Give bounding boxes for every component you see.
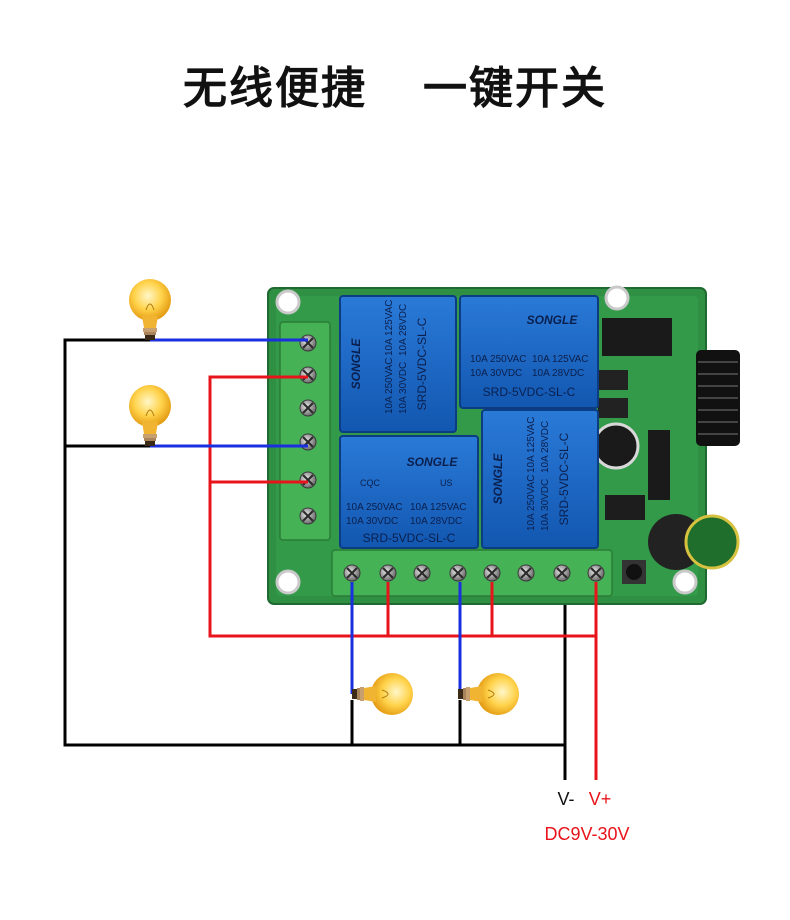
relay-2-rating-4: 10A 28VDC bbox=[532, 368, 584, 379]
relay-4-rating-2: 10A 125VAC bbox=[526, 416, 537, 473]
red-wire-bus-bottom bbox=[208, 375, 596, 638]
power-negative-label: V- bbox=[557, 789, 574, 809]
terminal-left-3 bbox=[299, 399, 317, 417]
relay-3-model: SRD-5VDC-SL-C bbox=[363, 531, 456, 545]
relay-2-rating-2: 10A 125VAC bbox=[532, 354, 589, 365]
relay-2: SONGLE 10A 250VAC 10A 125VAC 10A 30VDC 1… bbox=[459, 295, 599, 409]
relay-2-rating-3: 10A 30VDC bbox=[470, 368, 522, 379]
red-wires bbox=[208, 375, 598, 780]
relay-3-rating-1: 10A 250VAC bbox=[346, 502, 403, 513]
terminal-left-1 bbox=[299, 334, 317, 352]
terminal-block-bottom bbox=[331, 549, 613, 597]
relay-2-model: SRD-5VDC-SL-C bbox=[483, 385, 576, 399]
relay-1-model: SRD-5VDC-SL-C bbox=[415, 317, 429, 410]
relay-4-model: SRD-5VDC-SL-C bbox=[557, 432, 571, 525]
terminal-block-left bbox=[279, 321, 331, 541]
relay-2-rating-1: 10A 250VAC bbox=[470, 354, 527, 365]
relay-1: SONGLE 10A 250VAC 10A 125VAC 10A 30VDC 1… bbox=[339, 295, 457, 433]
terminal-bottom-2 bbox=[379, 564, 397, 582]
relay-3-brand: SONGLE bbox=[407, 455, 459, 469]
lamp-3 bbox=[351, 672, 414, 716]
lamp-1 bbox=[128, 278, 172, 341]
relay-4: SONGLE 10A 250VAC 10A 125VAC 10A 30VDC 1… bbox=[481, 409, 599, 549]
terminal-left-5 bbox=[299, 471, 317, 489]
terminal-bottom-6 bbox=[517, 564, 535, 582]
relay-1-rating-1: 10A 250VAC bbox=[384, 357, 395, 414]
terminal-left-6 bbox=[299, 507, 317, 525]
relay-2-brand: SONGLE bbox=[527, 313, 579, 327]
page-title: 无线便捷 一键开关 bbox=[0, 52, 790, 116]
relay-4-rating-4: 10A 28VDC bbox=[540, 421, 551, 473]
terminal-left-4 bbox=[299, 433, 317, 451]
terminal-bottom-5 bbox=[483, 564, 501, 582]
terminal-bottom-3 bbox=[413, 564, 431, 582]
relay-4-brand: SONGLE bbox=[491, 453, 505, 505]
relay-1-rating-2: 10A 125VAC bbox=[384, 299, 395, 356]
relay-4-rating-1: 10A 250VAC bbox=[526, 474, 537, 531]
terminal-bottom-1 bbox=[343, 564, 361, 582]
title-part-2: 一键开关 bbox=[423, 63, 607, 114]
lamp-4 bbox=[457, 672, 520, 716]
terminal-left-2 bbox=[299, 366, 317, 384]
relay-1-brand: SONGLE bbox=[349, 338, 363, 390]
power-range-label: DC9V-30V bbox=[544, 824, 629, 844]
relay-3-cqc-mark: CQC bbox=[360, 478, 381, 488]
relay-1-rating-3: 10A 30VDC bbox=[398, 362, 409, 414]
relay-3-rating-4: 10A 28VDC bbox=[410, 516, 462, 527]
blue-wires bbox=[150, 338, 462, 694]
terminal-bottom-8 bbox=[587, 564, 605, 582]
relay-3: SONGLE CQC US 10A 250VAC 10A 125VAC 10A … bbox=[339, 435, 479, 549]
relay-3-us-mark: US bbox=[440, 478, 453, 488]
title-part-1: 无线便捷 bbox=[183, 63, 367, 114]
terminal-bottom-7 bbox=[553, 564, 571, 582]
power-positive-label: V+ bbox=[589, 789, 612, 809]
relay-1-rating-4: 10A 28VDC bbox=[398, 304, 409, 356]
relay-3-rating-2: 10A 125VAC bbox=[410, 502, 467, 513]
relay-4-rating-3: 10A 30VDC bbox=[540, 479, 551, 531]
relay-3-rating-3: 10A 30VDC bbox=[346, 516, 398, 527]
terminal-bottom-4 bbox=[449, 564, 467, 582]
lamp-2 bbox=[128, 384, 172, 447]
